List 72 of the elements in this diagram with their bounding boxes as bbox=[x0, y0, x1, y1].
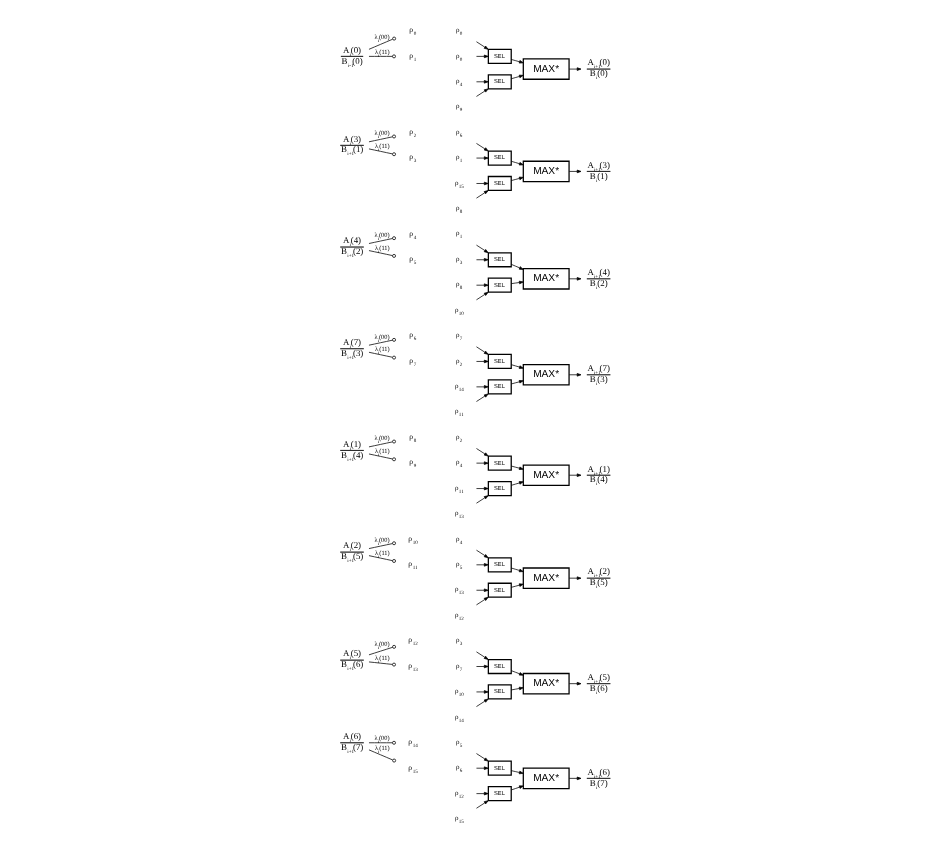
arrow bbox=[475, 244, 488, 253]
arrow bbox=[475, 385, 488, 389]
arrow bbox=[567, 373, 581, 377]
arrow bbox=[509, 264, 523, 270]
connector bbox=[367, 148, 395, 157]
arrow bbox=[475, 54, 488, 59]
arrow bbox=[567, 473, 581, 477]
arrow bbox=[475, 495, 488, 504]
connector bbox=[367, 661, 395, 667]
connector bbox=[367, 351, 395, 360]
arrow bbox=[475, 283, 488, 287]
connector bbox=[367, 134, 395, 143]
arrow bbox=[475, 791, 488, 796]
connector bbox=[367, 250, 395, 258]
arrow bbox=[475, 588, 488, 592]
connector bbox=[367, 749, 396, 763]
connector bbox=[367, 236, 395, 244]
arrow bbox=[475, 690, 488, 694]
arrow bbox=[475, 346, 488, 355]
arrow bbox=[475, 41, 488, 50]
arrow bbox=[475, 597, 488, 606]
arrow bbox=[475, 698, 488, 707]
arrow bbox=[475, 448, 488, 457]
arrow bbox=[567, 776, 581, 781]
arrow bbox=[475, 766, 488, 770]
arrow bbox=[475, 753, 488, 762]
arrow bbox=[509, 160, 523, 166]
arrow bbox=[475, 486, 488, 491]
arrow bbox=[567, 169, 581, 174]
arrow bbox=[475, 190, 488, 199]
connector bbox=[367, 541, 395, 549]
arrow bbox=[509, 770, 523, 775]
arrow bbox=[509, 280, 523, 285]
arrow bbox=[475, 461, 488, 465]
arrow bbox=[475, 88, 488, 97]
arrow bbox=[567, 681, 581, 686]
arrow bbox=[475, 393, 488, 402]
arrow bbox=[509, 74, 523, 80]
arrow bbox=[475, 156, 488, 160]
arrow bbox=[509, 567, 523, 573]
arrow bbox=[475, 143, 488, 152]
arrow bbox=[509, 59, 523, 64]
arrow bbox=[567, 277, 581, 281]
arrow bbox=[475, 80, 488, 84]
arrow bbox=[509, 465, 523, 470]
arrow bbox=[509, 481, 523, 486]
arrow bbox=[475, 291, 488, 301]
arrow bbox=[475, 651, 488, 660]
arrow bbox=[475, 359, 488, 364]
arrow bbox=[509, 686, 523, 691]
arrow bbox=[509, 670, 523, 676]
arrow bbox=[475, 549, 488, 559]
arrow bbox=[509, 380, 523, 385]
connector bbox=[367, 453, 395, 462]
arrow bbox=[475, 181, 488, 186]
arrow bbox=[475, 563, 488, 567]
arrow bbox=[509, 583, 523, 588]
connector bbox=[367, 337, 395, 346]
arrow bbox=[509, 785, 523, 791]
arrow bbox=[475, 664, 488, 669]
arrow bbox=[567, 67, 581, 71]
arrow bbox=[509, 176, 523, 181]
connector bbox=[367, 54, 395, 59]
arrow bbox=[567, 576, 581, 580]
connector bbox=[367, 555, 395, 563]
arrow bbox=[475, 800, 488, 809]
connector bbox=[367, 439, 395, 448]
arrow bbox=[475, 258, 488, 262]
arrow bbox=[509, 364, 523, 369]
connector bbox=[367, 740, 395, 745]
connector bbox=[367, 36, 396, 50]
connector bbox=[367, 644, 395, 656]
